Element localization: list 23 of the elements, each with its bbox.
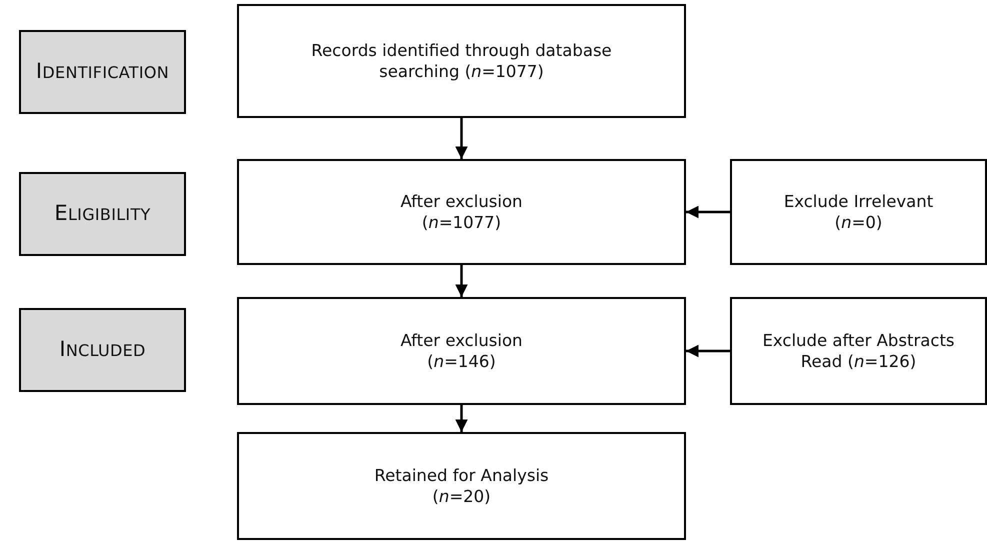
- process-box: [730, 297, 987, 405]
- stage-label: INCLUDED: [59, 336, 146, 364]
- arrow: [455, 118, 468, 159]
- box-text: Records identified through database searching (n=1077): [310, 40, 613, 82]
- box-text: Exclude after Abstracts Read (n=126): [761, 330, 956, 372]
- process-box: [237, 297, 686, 405]
- box-text: After exclusion (n=1077): [399, 190, 524, 234]
- arrow: [455, 405, 468, 432]
- process-box: [237, 159, 686, 265]
- arrow: [455, 265, 468, 297]
- process-box: [237, 4, 686, 118]
- process-box: [730, 159, 987, 265]
- arrow: [686, 344, 730, 358]
- stage-label: ELIGIBILITY: [54, 200, 151, 228]
- box-text: Retained for Analysis (n=20): [373, 464, 550, 508]
- process-box: [237, 432, 686, 540]
- stage-label-box: [19, 30, 186, 114]
- stage-label-box: [19, 172, 186, 256]
- stage-label: IDENTIFICATION: [36, 58, 170, 86]
- box-text: After exclusion (n=146): [399, 330, 524, 372]
- box-text: Exclude Irrelevant (n=0): [782, 190, 934, 234]
- stage-label-box: [19, 308, 186, 392]
- arrow: [686, 206, 730, 218]
